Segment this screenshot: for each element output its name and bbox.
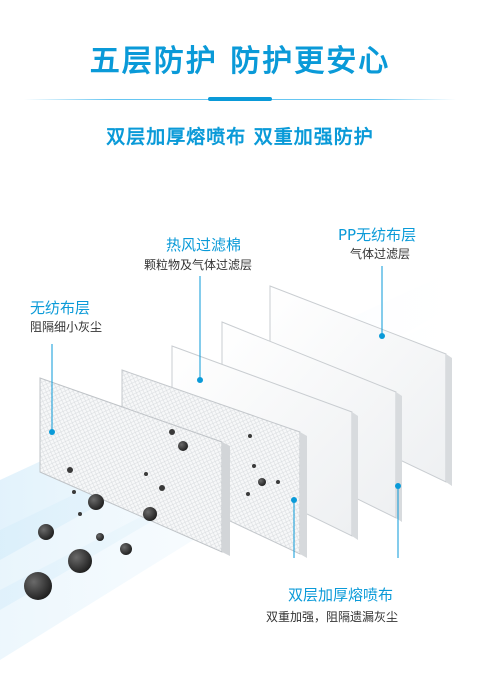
label-hot-air-title: 热风过滤棉 <box>166 236 242 254</box>
title-divider-accent <box>208 97 272 101</box>
callout-lines <box>51 266 399 558</box>
label-nonwoven-title: 无纺布层 <box>30 299 91 317</box>
callout-dots <box>49 333 401 503</box>
label-pp-desc: 气体过滤层 <box>350 247 411 261</box>
label-hot-air-desc: 颗粒物及气体过滤层 <box>144 258 253 272</box>
label-pp-title: PP无纺布层 <box>338 226 417 244</box>
page-subtitle: 双层加厚熔喷布 双重加强防护 <box>106 126 374 148</box>
dust-particles <box>24 429 280 600</box>
layer-nonwoven-outer <box>39 377 230 556</box>
label-meltblown-desc: 双重加强，阻隔遗漏灰尘 <box>266 610 399 624</box>
label-nonwoven-desc: 阻隔细小灰尘 <box>30 320 103 334</box>
label-meltblown-title: 双层加厚熔喷布 <box>288 586 394 604</box>
page-title: 五层防护 防护更安心 <box>89 44 391 79</box>
